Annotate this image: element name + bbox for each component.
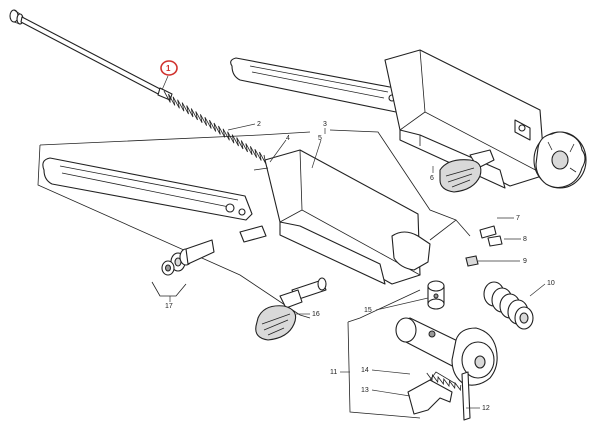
- part-lever-lower: [255, 277, 327, 341]
- part-cylinder-body: [395, 317, 498, 386]
- callout-3: 3: [323, 121, 327, 128]
- callout-1-highlight-ring: [160, 60, 178, 76]
- callout-9: 9: [523, 258, 527, 265]
- part-small-pins: [429, 219, 503, 267]
- part-recoil-rod: [9, 9, 173, 101]
- part-lever-upper: [439, 149, 495, 193]
- callout-12: 12: [482, 405, 490, 412]
- callout-1: 1: [166, 64, 171, 73]
- callout-11: 11: [330, 369, 337, 376]
- group-bracket-frame: [37, 129, 457, 319]
- part-rod: [461, 371, 471, 421]
- part-frame-upper: [230, 49, 546, 189]
- spring-coil: [163, 90, 267, 164]
- part-latch: [407, 371, 457, 415]
- callout-10: 10: [547, 280, 555, 287]
- callout-2: 2: [257, 121, 261, 128]
- callout-5: 5: [318, 135, 322, 142]
- part-washer-pin: [151, 239, 215, 297]
- callout-7: 7: [516, 215, 520, 222]
- callout-15: 15: [364, 307, 372, 314]
- part-frame-lower: [42, 149, 431, 285]
- callout-6: 6: [430, 175, 434, 182]
- part-cylinder-pin: [427, 280, 445, 310]
- callout-16: 16: [312, 311, 320, 318]
- part-spring-stack: [483, 281, 534, 330]
- callout-17: 17: [165, 303, 173, 310]
- leader-lines: [161, 75, 546, 409]
- part-recoil-spring: [163, 90, 267, 164]
- callout-13: 13: [361, 387, 369, 394]
- callout-labels: 1 2 3 4 5 6 7 8 9 10 11 12 13 14 15 16 1…: [160, 60, 555, 412]
- callout-14: 14: [361, 367, 369, 374]
- part-barrel-face: [533, 131, 587, 189]
- callout-4: 4: [286, 135, 290, 142]
- callout-8: 8: [523, 236, 527, 243]
- group-bracket-lower: [347, 289, 421, 419]
